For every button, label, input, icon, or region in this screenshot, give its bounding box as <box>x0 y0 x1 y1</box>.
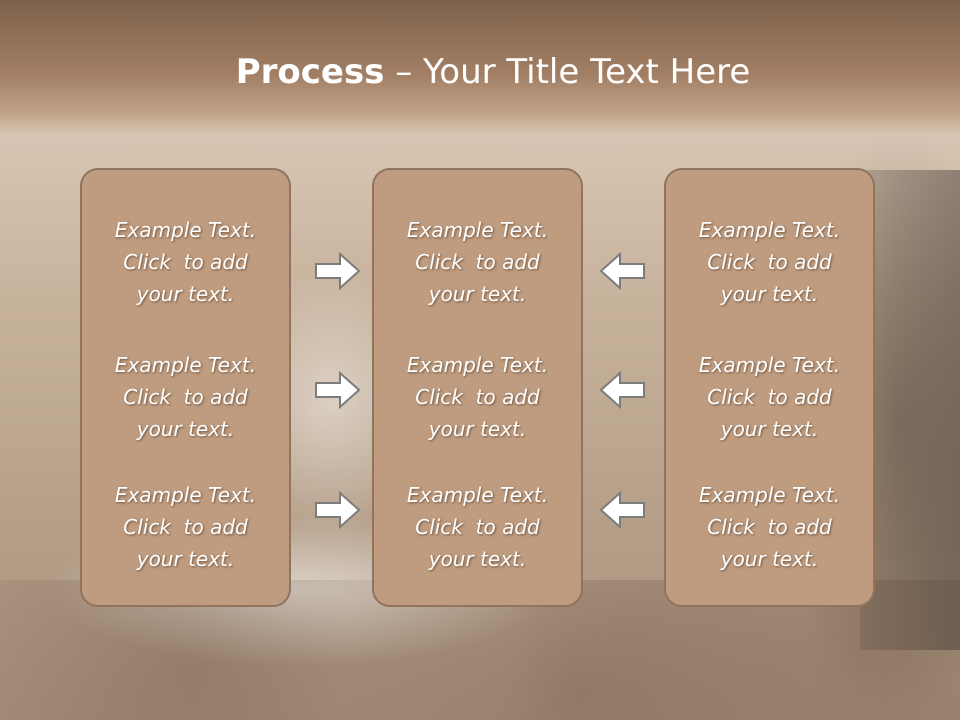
arrow-right-icon <box>315 490 361 530</box>
text-placeholder[interactable]: Example Text. Click to add your text. <box>82 349 289 445</box>
text-line: Click to add <box>415 250 540 274</box>
text-line: your text. <box>720 417 819 441</box>
text-line: Click to add <box>707 515 832 539</box>
text-line: your text. <box>136 282 235 306</box>
text-line: your text. <box>720 547 819 571</box>
text-placeholder[interactable]: Example Text. Click to add your text. <box>82 479 289 575</box>
arrow-left-icon <box>599 251 645 291</box>
arrow-right-icon <box>315 251 361 291</box>
text-line: Click to add <box>123 385 248 409</box>
title-bold: Process <box>235 52 385 92</box>
text-line: Example Text. <box>698 218 841 242</box>
espresso-machine-decoration <box>860 170 960 650</box>
text-line: Example Text. <box>698 353 841 377</box>
slide-title[interactable]: Process – Your Title Text Here <box>0 52 960 92</box>
text-line: your text. <box>136 547 235 571</box>
text-line: Example Text. <box>698 483 841 507</box>
text-line: your text. <box>428 547 527 571</box>
text-line: Example Text. <box>406 353 549 377</box>
text-line: Example Text. <box>114 483 257 507</box>
text-line: Click to add <box>415 515 540 539</box>
text-line: your text. <box>428 417 527 441</box>
text-placeholder[interactable]: Example Text. Click to add your text. <box>374 214 581 310</box>
text-placeholder[interactable]: Example Text. Click to add your text. <box>82 214 289 310</box>
arrow-left-icon <box>599 490 645 530</box>
text-placeholder[interactable]: Example Text. Click to add your text. <box>666 349 873 445</box>
process-box-1[interactable]: Example Text. Click to add your text. Ex… <box>80 168 291 607</box>
text-line: Example Text. <box>406 218 549 242</box>
text-placeholder[interactable]: Example Text. Click to add your text. <box>374 349 581 445</box>
text-placeholder[interactable]: Example Text. Click to add your text. <box>374 479 581 575</box>
text-line: Example Text. <box>114 353 257 377</box>
text-line: Example Text. <box>114 218 257 242</box>
arrow-right-icon <box>315 370 361 410</box>
title-band <box>0 0 960 135</box>
text-placeholder[interactable]: Example Text. Click to add your text. <box>666 479 873 575</box>
title-rest: – Your Title Text Here <box>384 52 751 92</box>
text-line: Example Text. <box>406 483 549 507</box>
text-line: Click to add <box>123 250 248 274</box>
text-line: your text. <box>428 282 527 306</box>
text-line: Click to add <box>123 515 248 539</box>
text-line: your text. <box>720 282 819 306</box>
process-box-2[interactable]: Example Text. Click to add your text. Ex… <box>372 168 583 607</box>
text-line: Click to add <box>707 385 832 409</box>
text-line: Click to add <box>415 385 540 409</box>
text-placeholder[interactable]: Example Text. Click to add your text. <box>666 214 873 310</box>
process-box-3[interactable]: Example Text. Click to add your text. Ex… <box>664 168 875 607</box>
text-line: Click to add <box>707 250 832 274</box>
text-line: your text. <box>136 417 235 441</box>
arrow-left-icon <box>599 370 645 410</box>
